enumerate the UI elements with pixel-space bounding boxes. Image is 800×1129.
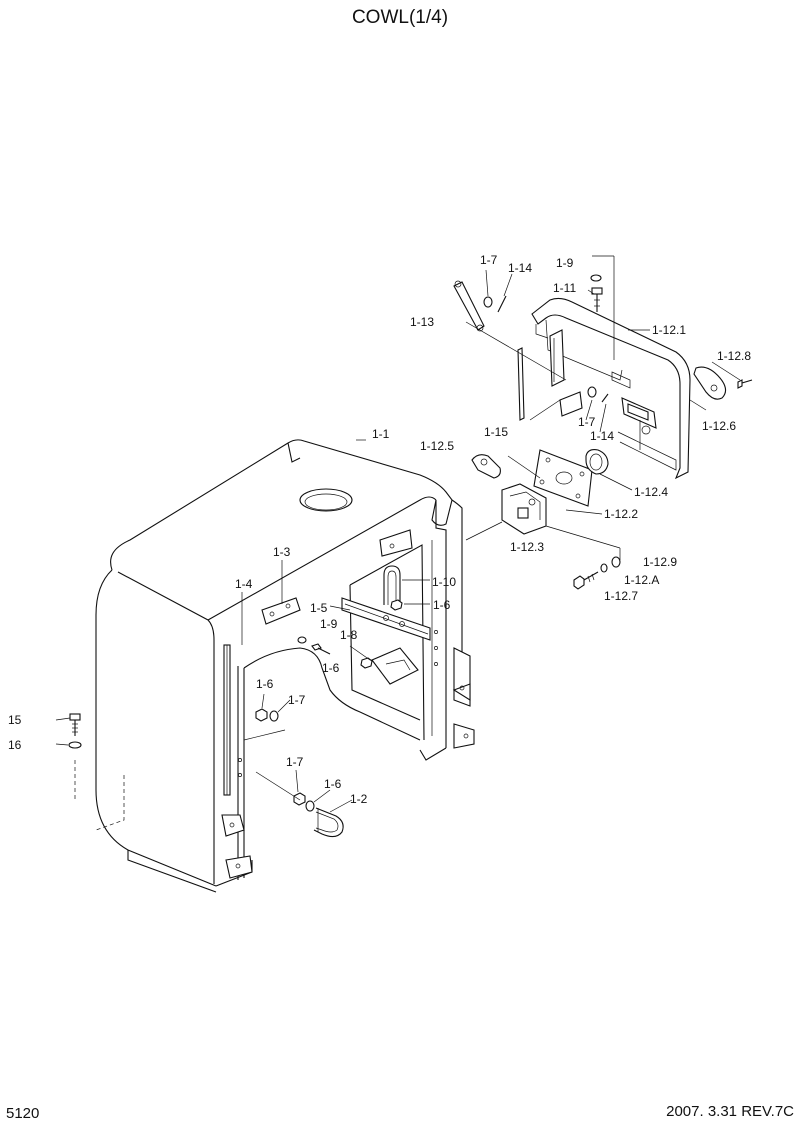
callout-1-12-A: 1-12.A [624, 573, 659, 587]
callout-1-3: 1-3 [273, 545, 291, 559]
callout-1-6-b: 1-6 [322, 661, 340, 675]
callout-1-12-3: 1-12.3 [510, 540, 544, 554]
callout-1-9: 1-9 [556, 256, 574, 270]
callout-1-6-a: 1-6 [433, 598, 451, 612]
bolt-1-12-7 [573, 556, 621, 590]
cowl-body [95, 439, 475, 893]
callout-1-8: 1-8 [340, 628, 358, 642]
latch-1-12-5 [471, 454, 501, 479]
latch-lever-1-12-6 [693, 366, 753, 400]
callout-16: 16 [8, 738, 22, 752]
callout-1-14-mid: 1-14 [590, 429, 614, 443]
callout-1-7-c: 1-7 [288, 693, 306, 707]
callout-labels: 1-7 1-14 1-9 1-11 1-13 1-12.1 1-12.8 1-7… [8, 253, 751, 806]
rubber-stopper-1-12-4 [585, 449, 609, 475]
callout-1-11: 1-11 [553, 281, 576, 295]
bolt-1-9-lower [297, 636, 331, 655]
door-panel-1-12-1 [531, 297, 691, 480]
leader-lines [55, 255, 741, 813]
callout-1-10: 1-10 [432, 575, 456, 589]
callout-1-12-6: 1-12.6 [702, 419, 736, 433]
callout-1-7-mid: 1-7 [578, 415, 596, 429]
callout-1-1: 1-1 [372, 427, 390, 441]
fastener-15-16 [68, 713, 82, 800]
callout-1-4: 1-4 [235, 577, 253, 591]
plate-1-12-2 [533, 449, 593, 507]
callout-1-12-1: 1-12.1 [652, 323, 686, 337]
callout-1-13: 1-13 [410, 315, 434, 329]
stay-rod-1-13 [453, 280, 507, 332]
callout-1-14: 1-14 [508, 261, 532, 275]
callout-1-6-d: 1-6 [324, 777, 342, 791]
nut-washer-group-left [243, 708, 315, 812]
callout-1-12-7: 1-12.7 [604, 589, 638, 603]
callout-1-2: 1-2 [350, 792, 368, 806]
callout-15: 15 [8, 713, 22, 727]
u-bolt-1-2 [255, 771, 344, 838]
callout-1-15: 1-15 [484, 425, 508, 439]
revision-date: 2007. 3.31 REV.7C [666, 1103, 794, 1120]
latch-1-12-3 [501, 483, 547, 535]
callout-1-6-c: 1-6 [256, 677, 274, 691]
page-number: 5120 [6, 1105, 39, 1122]
callout-1-12-5: 1-12.5 [420, 439, 454, 453]
callout-1-12-9: 1-12.9 [643, 555, 677, 569]
callout-1-9-low: 1-9 [320, 617, 338, 631]
callout-1-7-d: 1-7 [286, 755, 304, 769]
diagram-title: COWL(1/4) [352, 7, 448, 28]
callout-1-12-8: 1-12.8 [717, 349, 751, 363]
guide-strip-1-15 [517, 329, 609, 421]
callout-1-5: 1-5 [310, 601, 328, 615]
callout-1-12-2: 1-12.2 [604, 507, 638, 521]
callout-1-12-4: 1-12.4 [634, 485, 668, 499]
bolt-1-11 [590, 274, 603, 312]
callout-1-7: 1-7 [480, 253, 498, 267]
